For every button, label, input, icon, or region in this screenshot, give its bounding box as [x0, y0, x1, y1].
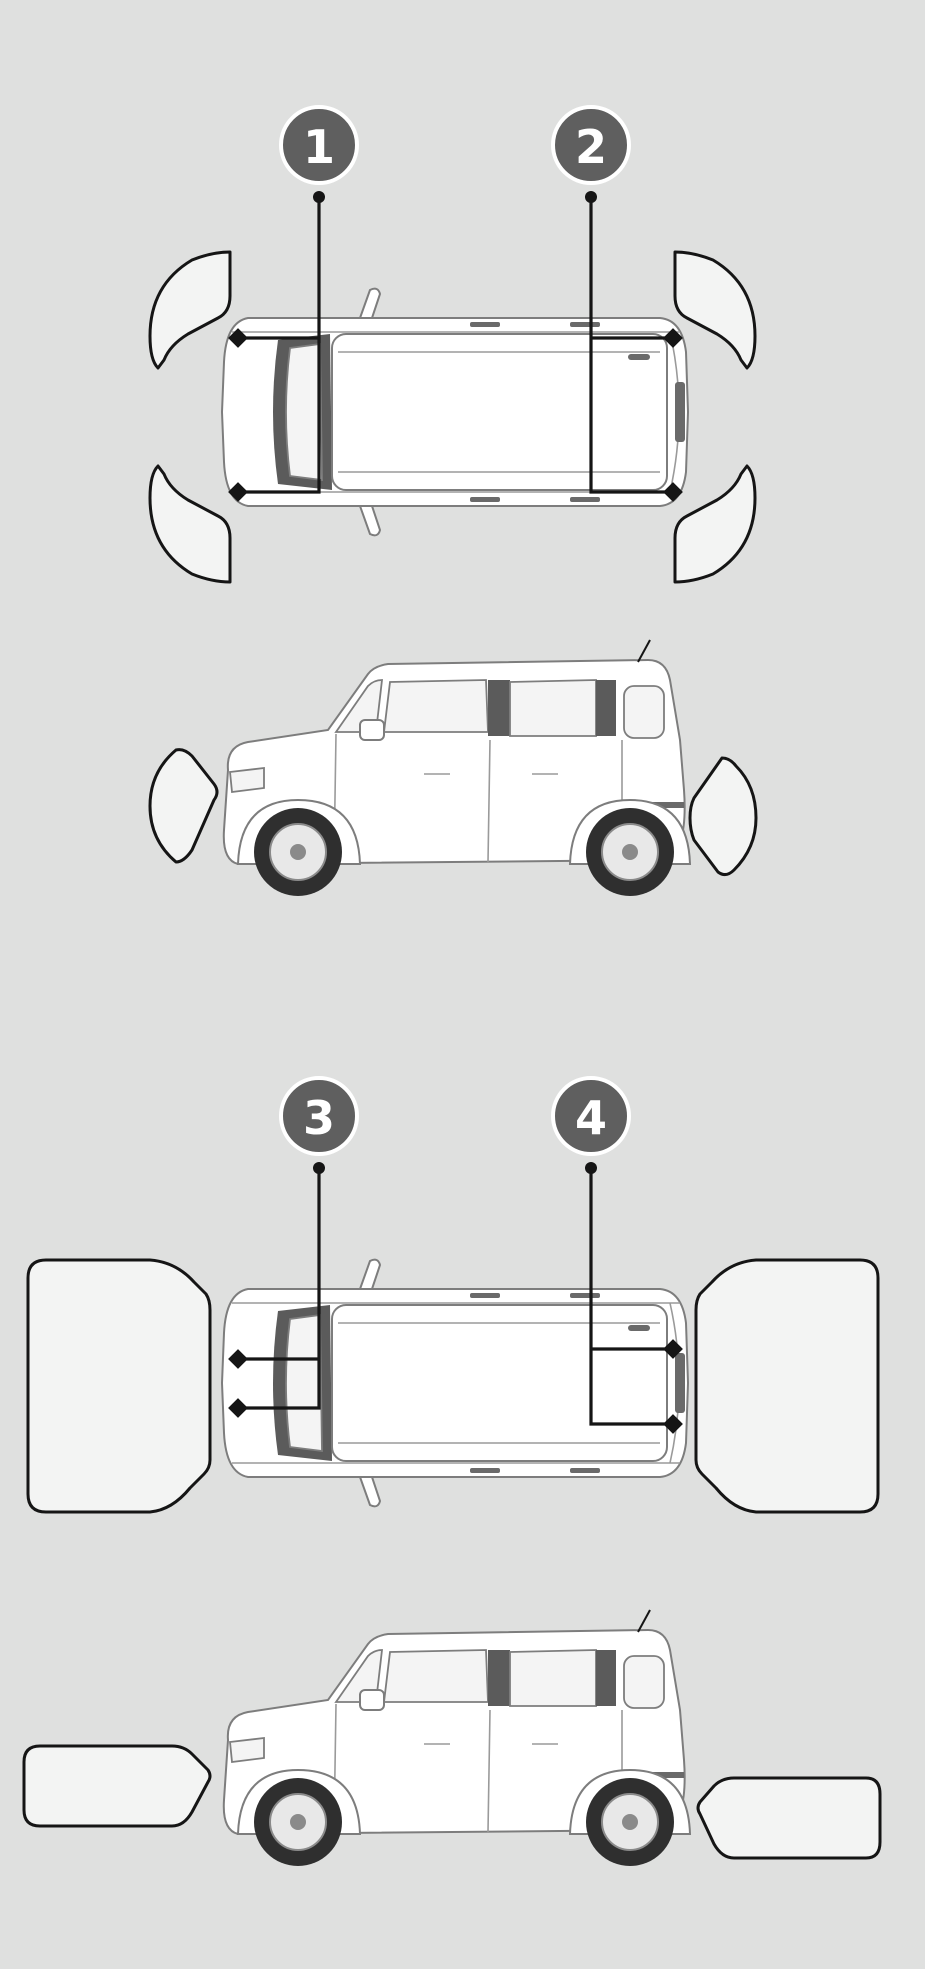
- detection-zone-front-center: [26, 1258, 212, 1514]
- detection-zone-side-front: [148, 748, 219, 864]
- callout-4-leader: [585, 1162, 683, 1434]
- detection-zone-front-right: [148, 464, 232, 584]
- car-side-view-upper: [222, 639, 691, 897]
- detection-zone-side-front-center: [22, 1744, 212, 1828]
- callout-2-leader: [585, 191, 683, 502]
- badge-4-label: 4: [575, 1091, 607, 1145]
- car-side-view-lower: [222, 1609, 691, 1867]
- badge-2: 2: [551, 105, 631, 185]
- callout-1-leader: [228, 191, 325, 502]
- badge-1-label: 1: [303, 120, 335, 174]
- badge-1: 1: [279, 105, 359, 185]
- car-top-view-lower: [221, 1258, 689, 1508]
- badge-2-label: 2: [575, 120, 607, 174]
- detection-zone-rear-left: [673, 250, 757, 370]
- badge-3-label: 3: [303, 1091, 335, 1145]
- car-top-view-upper: [221, 287, 689, 537]
- detection-zone-rear-center: [694, 1258, 880, 1514]
- detection-zone-side-rear-center: [696, 1776, 882, 1860]
- badge-3: 3: [279, 1076, 359, 1156]
- callout-3-leader: [228, 1162, 325, 1418]
- badge-4: 4: [551, 1076, 631, 1156]
- detection-zone-side-rear: [688, 756, 758, 877]
- detection-zone-rear-right: [673, 464, 757, 584]
- detection-zone-front-left: [148, 250, 232, 370]
